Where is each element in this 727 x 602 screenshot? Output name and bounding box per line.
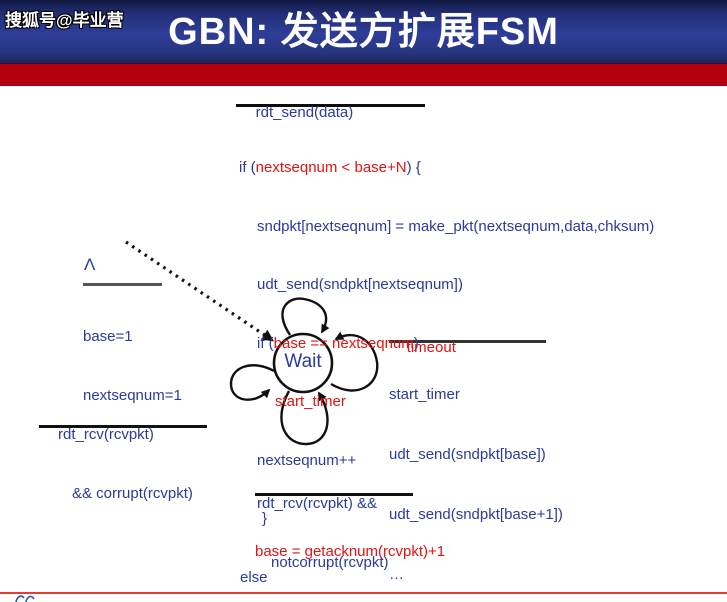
code-line: base = getacknum(rcvpkt)+1 xyxy=(255,543,446,560)
code-line: else xyxy=(240,568,268,586)
code-line: && corrupt(rcvpkt) xyxy=(72,484,193,502)
code-line: start_timer xyxy=(275,393,346,410)
ack-code-block: base = getacknum(rcvpkt)+1 If (base == n… xyxy=(255,501,445,602)
code-line: nextseqnum=1 xyxy=(83,386,182,404)
self-loop-right-icon xyxy=(330,331,379,392)
wait-state-circle xyxy=(272,332,334,394)
timeout-underline xyxy=(389,340,546,343)
code-line: udt_send(sndpkt[base+1]) xyxy=(389,506,563,523)
init-code-block: base=1 nextseqnum=1 xyxy=(83,288,182,444)
watermark: 搜狐号@毕业营 xyxy=(5,11,124,30)
lambda-underline xyxy=(83,283,162,286)
red-divider-bar xyxy=(0,63,727,86)
bottom-red-rule xyxy=(0,592,727,594)
code-line: start_timer xyxy=(389,386,460,403)
corrupt-underline xyxy=(39,425,207,428)
code-line: … xyxy=(389,566,404,583)
lambda-symbol: Λ xyxy=(84,255,96,274)
timeout-event-label: timeout xyxy=(406,339,456,356)
code-line: if (base == nextseqnum) xyxy=(257,334,419,352)
code-line: if (nextseqnum < base+N) { xyxy=(239,159,421,176)
self-loop-left-icon xyxy=(229,364,275,401)
code-line: base=1 xyxy=(83,328,133,345)
ack-underline xyxy=(255,493,413,496)
send-code-block: if (nextseqnum < base+N) { sndpkt[nextse… xyxy=(239,119,654,602)
code-line: sndpkt[nextseqnum] = make_pkt(nextseqnum… xyxy=(257,217,655,235)
wait-state-label: Wait xyxy=(284,351,322,372)
code-line: notcorrupt(rcvpkt) xyxy=(271,553,389,571)
code-line: nextseqnum++ xyxy=(257,451,357,469)
code-line: udt_send(sndpkt[base]) xyxy=(389,446,546,463)
ack-event-block: rdt_rcv(rcvpkt) && notcorrupt(rcvpkt) xyxy=(257,455,389,602)
self-loop-top-icon xyxy=(281,297,330,336)
code-line: rdt_rcv(rcvpkt) xyxy=(58,426,154,443)
send-event-underline xyxy=(236,104,425,107)
corner-glyph xyxy=(15,595,35,602)
slide-title: GBN: 发送方扩展FSM xyxy=(168,11,559,53)
corrupt-event-block: rdt_rcv(rcvpkt) && corrupt(rcvpkt) xyxy=(58,386,193,542)
code-line: udt_send(sndpkt[nextseqnum]) xyxy=(257,276,463,293)
send-event-label: rdt_send(data) xyxy=(255,104,354,121)
code-line: rdt_rcv(rcvpkt) && xyxy=(257,495,378,512)
timeout-code-block: start_timer udt_send(sndpkt[base]) udt_s… xyxy=(389,345,608,602)
code-line: } xyxy=(262,510,268,527)
title-bar: GBN: 发送方扩展FSM 搜狐号@毕业营 xyxy=(0,0,727,63)
self-loop-bottom-icon xyxy=(280,390,329,446)
